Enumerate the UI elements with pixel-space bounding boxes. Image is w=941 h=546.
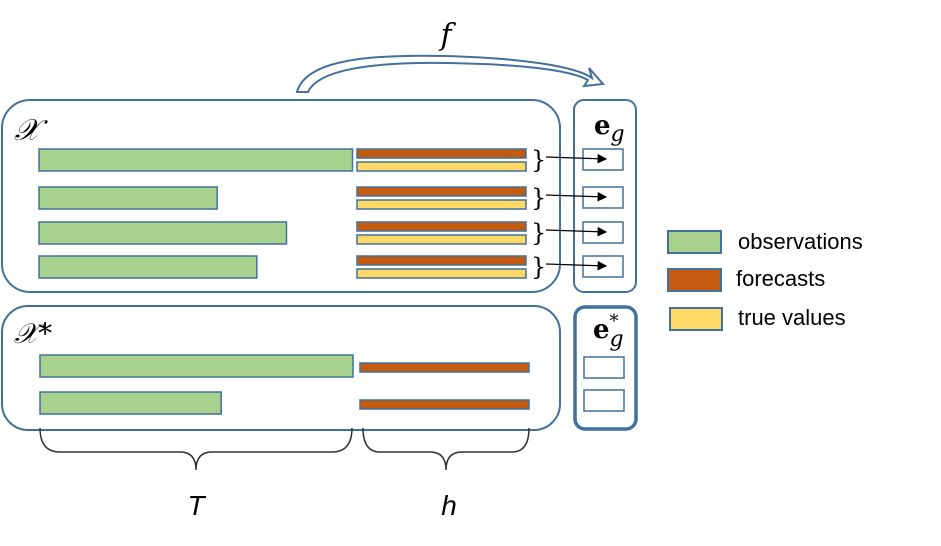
- test-set-box: [1, 305, 561, 431]
- error-brace: }: [531, 184, 546, 212]
- observation-bar: [39, 391, 222, 415]
- true-value-bar: [356, 161, 527, 172]
- legend: observations forecasts true values: [667, 229, 863, 331]
- eg-star-cell: [583, 356, 625, 379]
- error-brace: }: [531, 219, 546, 247]
- observation-bar: [38, 255, 258, 279]
- legend-swatch-forecasts: [667, 268, 722, 292]
- forecast-bar: [356, 221, 527, 232]
- function-arrow: [295, 54, 606, 93]
- error-brace: }: [531, 146, 546, 174]
- eg-star-subscript: g: [610, 327, 624, 352]
- observation-bar: [38, 186, 218, 210]
- observation-bar: [39, 354, 354, 378]
- test-set-label: 𝒳*: [14, 317, 52, 350]
- eg-base: e: [594, 111, 611, 141]
- legend-label-forecasts: forecasts: [736, 266, 825, 291]
- observation-bar: [38, 221, 288, 245]
- forecast-bar: [359, 399, 530, 410]
- function-label: f: [438, 18, 456, 53]
- legend-swatch-true-values: [669, 307, 723, 331]
- eg-star-superscript: *: [610, 311, 619, 332]
- test-bars: [39, 354, 530, 415]
- true-value-bar: [356, 268, 527, 279]
- brace-h: [362, 427, 530, 471]
- train-bars: }}}}: [38, 146, 546, 281]
- error-arrow: [545, 191, 608, 202]
- legend-label-observations: observations: [738, 229, 863, 254]
- eg-star-base: e: [593, 315, 610, 345]
- forecast-bar: [356, 186, 527, 197]
- eg-star-cell: [583, 389, 625, 412]
- true-value-bar: [356, 234, 527, 245]
- error-brace: }: [531, 253, 546, 281]
- legend-swatch-observations: [667, 230, 722, 254]
- error-arrow: [545, 153, 608, 164]
- axis-label-h: h: [441, 490, 457, 521]
- axis-label-T: T: [187, 490, 206, 521]
- eg-star-box: [573, 305, 638, 431]
- observation-bar: [38, 148, 354, 172]
- true-value-bar: [356, 199, 527, 210]
- forecast-bar: [356, 148, 527, 159]
- legend-label-true-values: true values: [738, 305, 846, 330]
- eg-label: eg: [594, 111, 625, 147]
- eg-subscript: g: [611, 122, 625, 147]
- train-set-label: 𝒳: [14, 113, 48, 148]
- forecast-bar: [359, 362, 530, 373]
- brace-T: [39, 427, 353, 471]
- error-arrow: [545, 226, 608, 237]
- forecast-bar: [356, 255, 527, 266]
- error-arrow: [545, 260, 608, 271]
- eg-cells: [545, 148, 624, 278]
- eg-star-label: e*g: [593, 311, 624, 352]
